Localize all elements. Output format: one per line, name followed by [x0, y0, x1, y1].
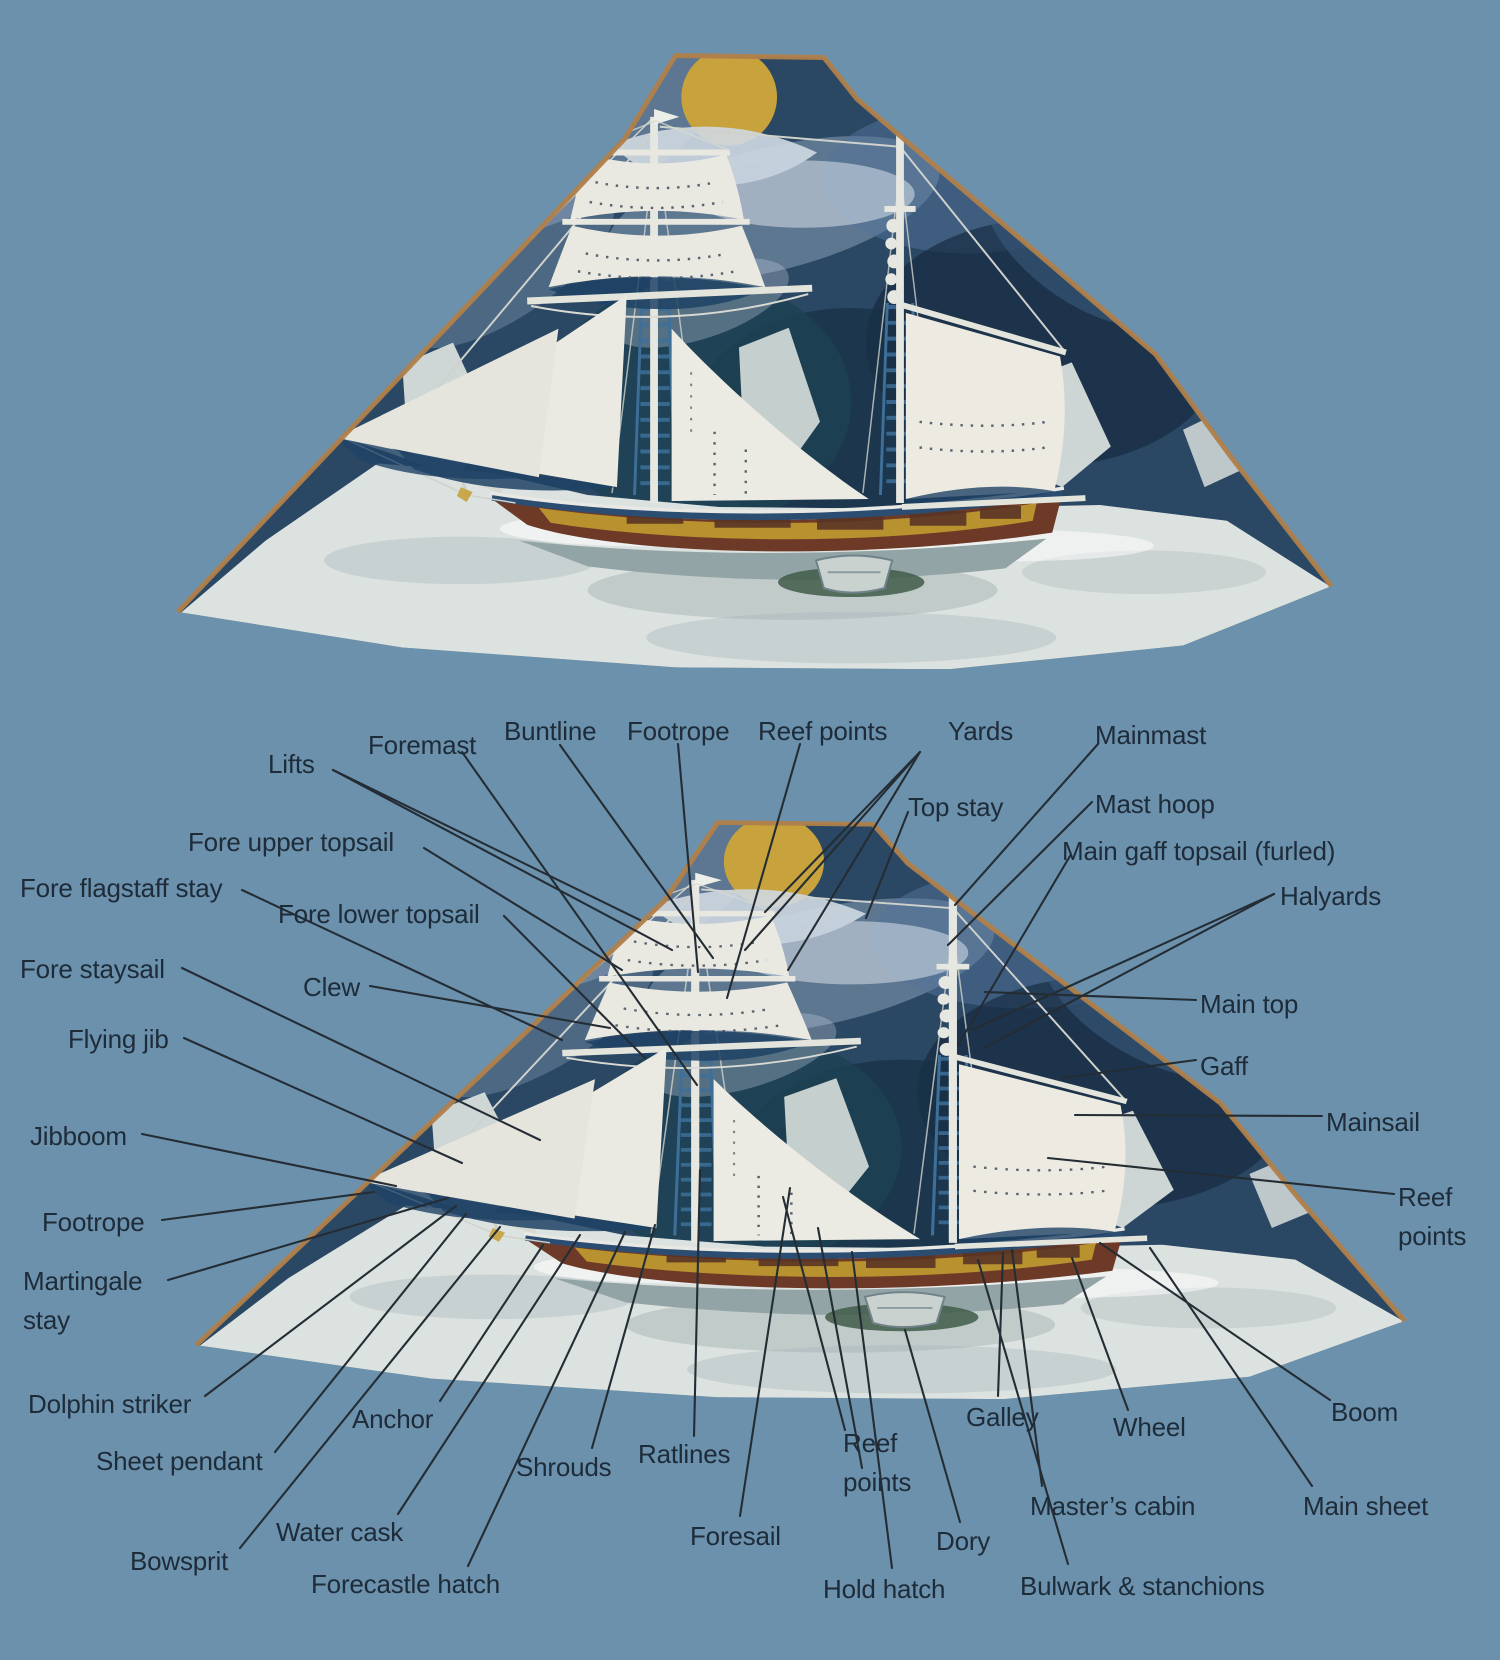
leader-line: [1073, 1113, 1324, 1118]
leader-line: [273, 1212, 468, 1454]
leader-line: [140, 1132, 398, 1188]
leader-line: [763, 750, 922, 914]
leader-line: [1098, 1241, 1332, 1402]
leader-line: [1010, 1248, 1044, 1488]
leader-line: [982, 892, 1276, 1050]
leader-line: [1060, 1058, 1198, 1080]
leader-lines: [140, 742, 1396, 1570]
leader-line: [368, 984, 612, 1030]
leader-line: [903, 1328, 962, 1524]
leader-line: [590, 1223, 657, 1450]
leader-line: [786, 750, 922, 972]
leader-line: [946, 800, 1094, 947]
leader-line: [864, 810, 910, 920]
leader-line: [558, 743, 715, 960]
leader-line: [396, 1233, 582, 1516]
leader-line: [850, 1250, 894, 1570]
leader-line: [816, 1226, 864, 1470]
painting-plain: [168, 6, 1339, 679]
leader-line: [976, 1258, 1070, 1566]
leader-line: [996, 1251, 1005, 1398]
leader-line: [983, 990, 1198, 1002]
painting-annotated: [186, 776, 1413, 1408]
leader-line: [692, 1168, 702, 1438]
leader-line: [331, 768, 674, 952]
leader-line: [160, 1190, 376, 1222]
leader-line: [743, 750, 922, 952]
leader-line: [438, 1243, 545, 1403]
leader-line: [166, 1196, 450, 1282]
leader-line: [970, 892, 1276, 1032]
leader-line: [1046, 1156, 1396, 1196]
leader-line: [676, 742, 700, 974]
leader-line: [738, 1186, 792, 1518]
leader-line: [460, 750, 699, 1087]
leader-line: [956, 854, 1072, 1047]
leader-line: [725, 742, 802, 1000]
leader-line: [182, 1036, 464, 1165]
leader-line: [953, 742, 1100, 907]
leader-line: [1148, 1246, 1314, 1488]
leader-line: [502, 914, 647, 1060]
leader-line: [466, 1230, 627, 1568]
leader-line: [331, 768, 642, 922]
leader-line: [1070, 1256, 1130, 1412]
leader-line: [781, 1195, 847, 1432]
leader-line: [240, 888, 564, 1042]
leader-line: [180, 966, 542, 1142]
leader-line: [238, 1225, 502, 1550]
leader-line: [203, 1204, 458, 1398]
leader-line: [422, 846, 624, 972]
